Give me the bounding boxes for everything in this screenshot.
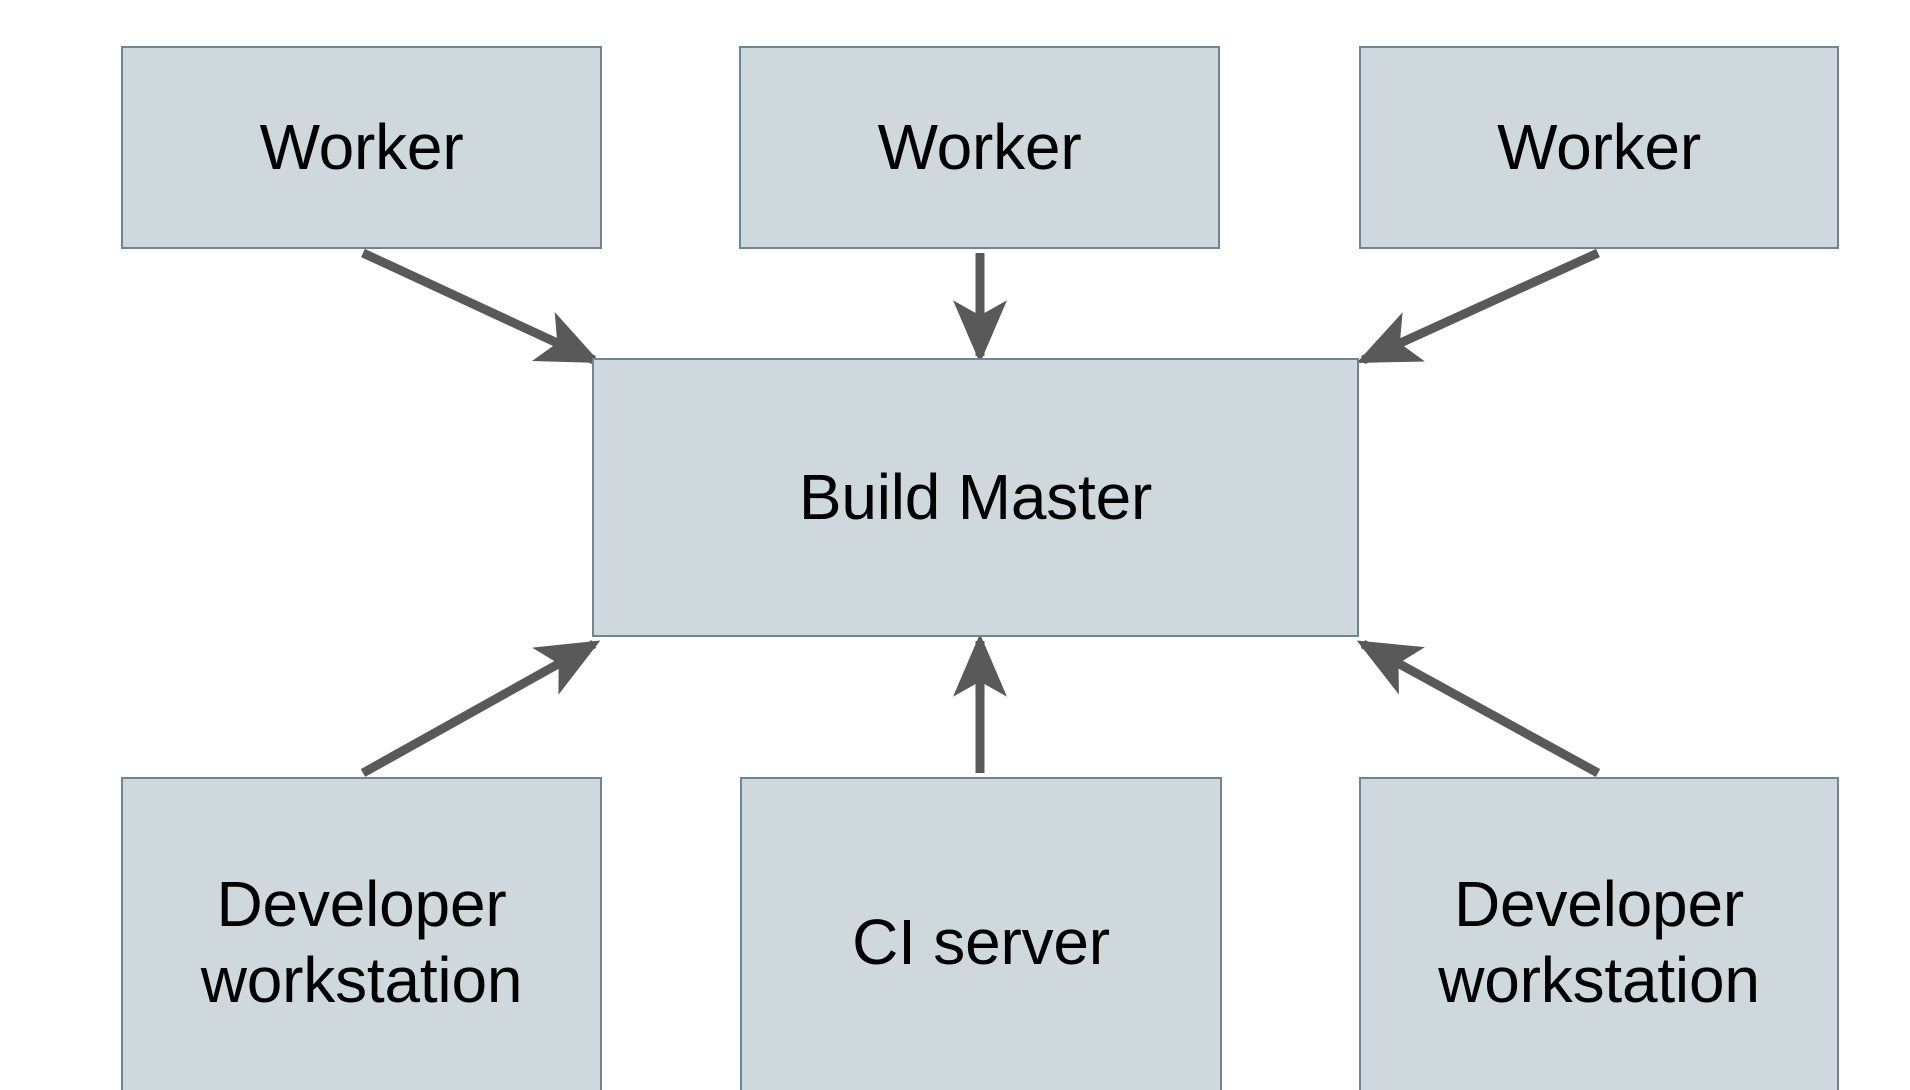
node-label-dev-workstation-right: Developer workstation: [1438, 867, 1760, 1016]
node-label-ci-server: CI server: [852, 905, 1110, 978]
node-dev-workstation-right[interactable]: Developer workstation: [1359, 777, 1839, 1090]
node-label-worker-right: Worker: [1497, 110, 1701, 183]
node-label-dev-workstation-left: Developer workstation: [200, 867, 523, 1016]
edge-dev-right-to-master: [1356, 640, 1601, 777]
node-label-worker-center: Worker: [877, 110, 1082, 183]
node-label-build-master: Build Master: [798, 460, 1153, 533]
node-build-master[interactable]: Build Master: [592, 358, 1359, 637]
edge-worker-left-to-master: [361, 248, 601, 365]
edge-worker-right-to-master: [1356, 248, 1600, 365]
node-worker-left[interactable]: Worker: [121, 46, 602, 249]
node-dev-workstation-left[interactable]: Developer workstation: [121, 777, 602, 1090]
edge-dev-left-to-master: [360, 640, 601, 777]
node-worker-center[interactable]: Worker: [739, 46, 1220, 249]
node-worker-right[interactable]: Worker: [1359, 46, 1839, 249]
node-ci-server[interactable]: CI server: [740, 777, 1222, 1090]
node-label-worker-left: Worker: [259, 110, 464, 183]
